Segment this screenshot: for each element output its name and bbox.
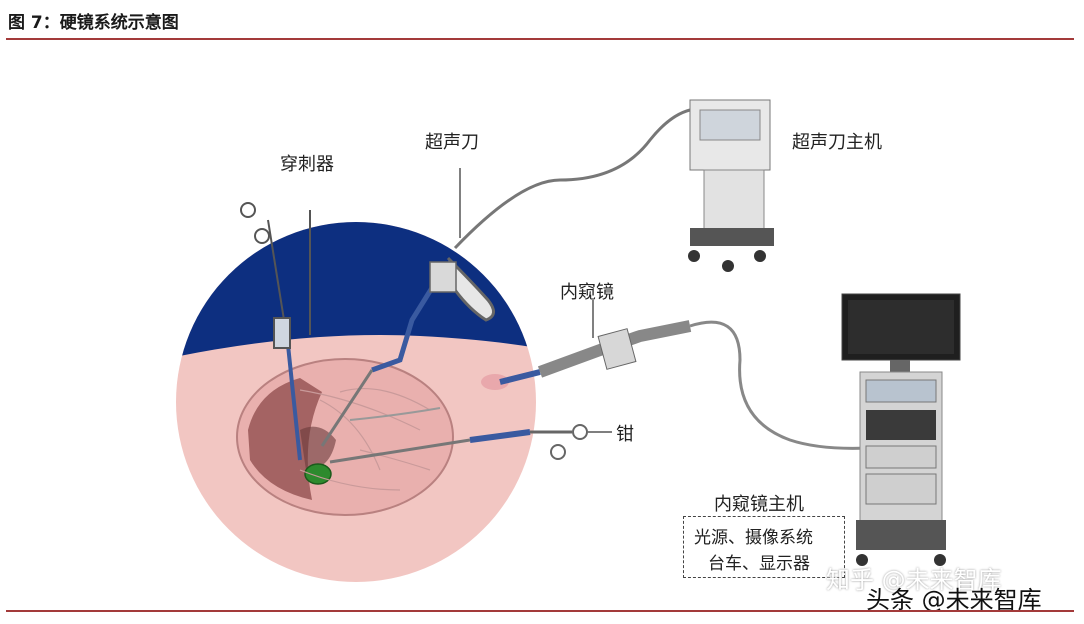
figure-title: 图 7：硬镜系统示意图 [8,13,179,33]
forceps-instrument [329,407,612,464]
label-trocar: 穿刺器 [280,154,334,175]
label-endoscope-host: 内窥镜主机 [714,494,804,515]
endoscope-instrument [499,300,869,450]
watermark-toutiao: 头条 @未来智库 [866,586,1042,614]
watermark-zhihu: 知乎 @未来智库 [826,566,1002,594]
label-endoscope: 内窥镜 [560,282,614,303]
trocar-instrument [240,202,311,461]
host-desc-line-2: 台车、显示器 [708,554,810,574]
bottom-divider [6,610,1074,612]
endoscope-host-cart [841,293,961,566]
host-desc-line-1: 光源、摄像系统 [694,528,813,548]
ultrasonic-knife-instrument [320,108,691,447]
abdomen-illustration [176,222,536,582]
label-forceps: 钳 [616,424,634,445]
label-ultrasonic-host: 超声刀主机 [792,132,882,153]
endoscope-host-description-box: 光源、摄像系统 台车、显示器 [683,516,845,578]
label-ultrasonic-knife: 超声刀 [425,132,479,153]
ultrasonic-host-device [688,99,774,272]
top-divider [6,38,1074,40]
